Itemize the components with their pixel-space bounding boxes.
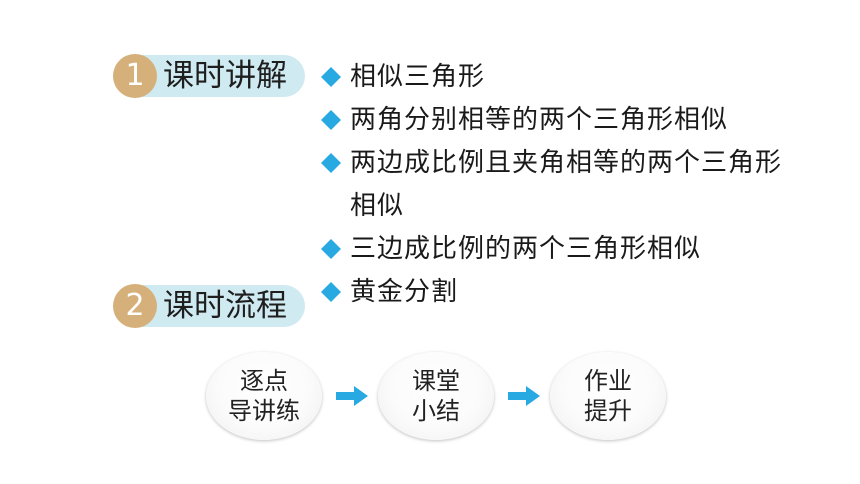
arrow-right-icon — [508, 386, 540, 406]
section-tab-process[interactable]: 2 课时流程 — [113, 284, 305, 328]
topic-text: 黄金分割 — [350, 277, 459, 307]
topic-text: 三边成比例的两个三角形相似 — [350, 234, 702, 264]
diamond-bullet-icon — [321, 67, 341, 87]
section-tab-label: 课时流程 — [163, 288, 287, 324]
topic-item: 两边成比例且夹角相等的两个三角形相似 — [320, 142, 790, 228]
flow-node-summary[interactable]: 课堂 小结 — [378, 352, 494, 440]
flow-node-homework[interactable]: 作业 提升 — [550, 352, 666, 440]
diamond-bullet-icon — [321, 282, 341, 302]
topic-item: 黄金分割 — [320, 271, 790, 314]
arrow-right-icon — [336, 386, 368, 406]
topic-text: 两边成比例且夹角相等的两个三角形相似 — [350, 148, 783, 221]
diamond-bullet-icon — [321, 239, 341, 259]
flow-node-line1: 逐点 — [240, 367, 288, 395]
section-tab-bar — [133, 55, 305, 97]
topic-item: 相似三角形 — [320, 56, 790, 99]
flow-node-line1: 课堂 — [412, 367, 460, 395]
topic-text: 相似三角形 — [350, 62, 486, 92]
topic-text: 两角分别相等的两个三角形相似 — [350, 105, 729, 135]
flow-node-line2: 提升 — [584, 397, 632, 425]
topic-item: 三边成比例的两个三角形相似 — [320, 228, 790, 271]
section-tab-bar — [133, 285, 305, 327]
diamond-bullet-icon — [321, 110, 341, 130]
section-number-badge: 2 — [113, 284, 157, 328]
topic-list: 相似三角形 两角分别相等的两个三角形相似 两边成比例且夹角相等的两个三角形相似 … — [320, 56, 790, 314]
flow-node-line2: 导讲练 — [228, 397, 300, 425]
flow-node-line1: 作业 — [584, 367, 632, 395]
flow-node-line2: 小结 — [412, 397, 460, 425]
section-number-badge: 1 — [113, 54, 157, 98]
section-tab-label: 课时讲解 — [163, 58, 287, 94]
section-tab-lecture[interactable]: 1 课时讲解 — [113, 54, 305, 98]
topic-item: 两角分别相等的两个三角形相似 — [320, 99, 790, 142]
flow-node-lecture[interactable]: 逐点 导讲练 — [206, 352, 322, 440]
diamond-bullet-icon — [321, 153, 341, 173]
